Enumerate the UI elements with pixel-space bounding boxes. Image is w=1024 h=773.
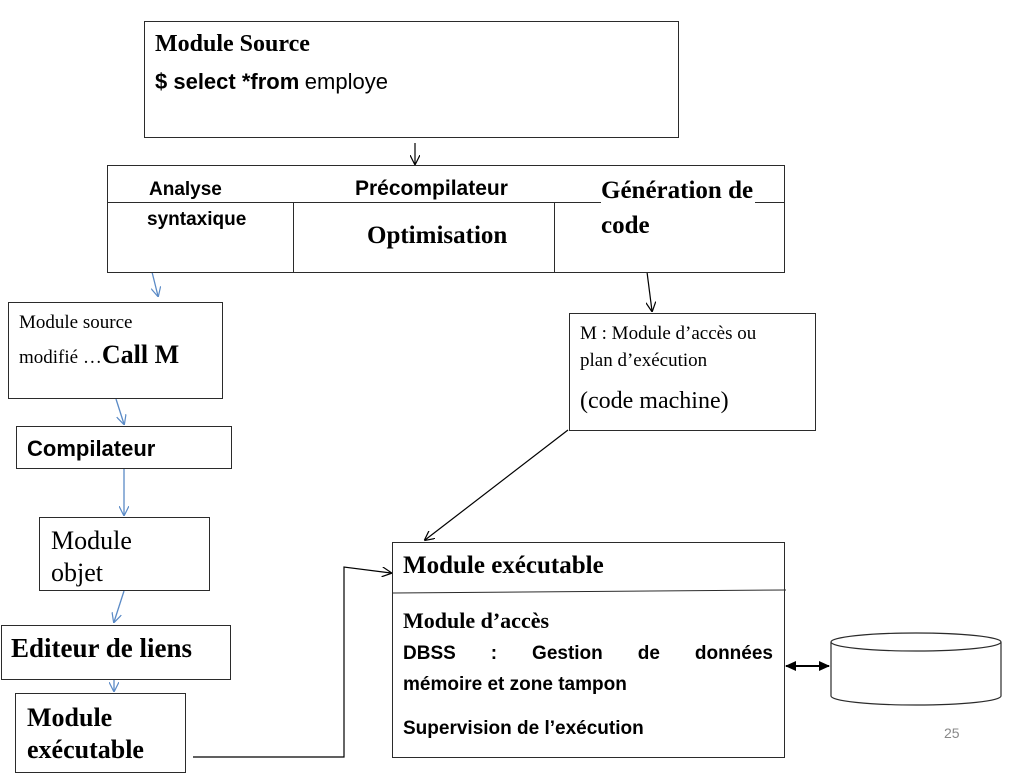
- analyse-label-line2: syntaxique: [147, 209, 247, 230]
- dbss-line2: mémoire et zone tampon: [403, 674, 627, 695]
- database-cylinder-icon: [830, 632, 1002, 706]
- object-module-line2: objet: [51, 558, 103, 587]
- source-module-box: Module Source $ select *from employe: [144, 21, 679, 138]
- object-module-box: Module objet: [39, 517, 210, 591]
- executable-main-box: Module exécutable Module d’accès DBSS : …: [392, 542, 786, 758]
- source-command: $ select *from employe: [155, 69, 388, 95]
- arrow-precompiler-to-modified: [152, 271, 158, 296]
- precompiler-divider-left: [293, 202, 294, 273]
- analyse-label-line1: Analyse: [147, 179, 224, 201]
- modified-source-line1: Module source: [19, 312, 133, 333]
- executable-left-line2: exécutable: [27, 735, 144, 764]
- modified-source-text: modifié …: [19, 347, 102, 368]
- precompiler-box: Analyse syntaxique Précompilateur Optimi…: [107, 165, 785, 273]
- dbss-line1: DBSS : Gestion de données: [403, 643, 773, 664]
- executable-main-divider: [393, 589, 786, 594]
- executable-left-box: Module exécutable: [15, 693, 186, 773]
- precompiler-header-divider: [108, 202, 784, 203]
- linker-label: Editeur de liens: [11, 633, 193, 663]
- object-module-line1: Module: [51, 526, 132, 555]
- generation-label-line2: code: [601, 212, 650, 239]
- executable-left-line1: Module: [27, 703, 113, 732]
- generation-label-line1: Génération de: [601, 177, 756, 205]
- arrow-precompiler-to-access: [647, 271, 652, 311]
- arrow-access-to-executable: [425, 429, 569, 540]
- executable-main-title: Module exécutable: [403, 552, 604, 579]
- compiler-label: Compilateur: [27, 436, 156, 461]
- source-module-title: Module Source: [155, 31, 310, 57]
- precompiler-title: Précompilateur: [355, 177, 508, 200]
- source-command-table: employe: [304, 69, 388, 94]
- precompiler-divider-right: [554, 202, 555, 273]
- page-number: 25: [944, 725, 960, 741]
- optimisation-label: Optimisation: [367, 222, 508, 249]
- arrow-object-to-linker: [114, 590, 125, 622]
- modified-source-box: Module source modifié …Call M: [8, 302, 223, 399]
- linker-box: Editeur de liens: [1, 625, 231, 680]
- arrow-modified-to-compiler: [115, 398, 124, 424]
- supervision-label: Supervision de l’exécution: [403, 718, 644, 739]
- source-command-keywords: $ select *from: [155, 69, 300, 94]
- access-module-box: M : Module d’accès ou plan d’exécution (…: [569, 313, 816, 431]
- access-module-line1: M : Module d’accès ou: [580, 323, 757, 344]
- access-module-subtitle: Module d’accès: [403, 608, 550, 633]
- call-m-label: Call M: [101, 340, 180, 369]
- compiler-box: Compilateur: [16, 426, 232, 469]
- access-module-line2: plan d’exécution: [580, 350, 708, 371]
- modified-source-line2: modifié …Call M: [19, 340, 179, 370]
- connector-left-exec-to-main-exec: [193, 566, 391, 758]
- access-module-line3: (code machine): [580, 388, 729, 414]
